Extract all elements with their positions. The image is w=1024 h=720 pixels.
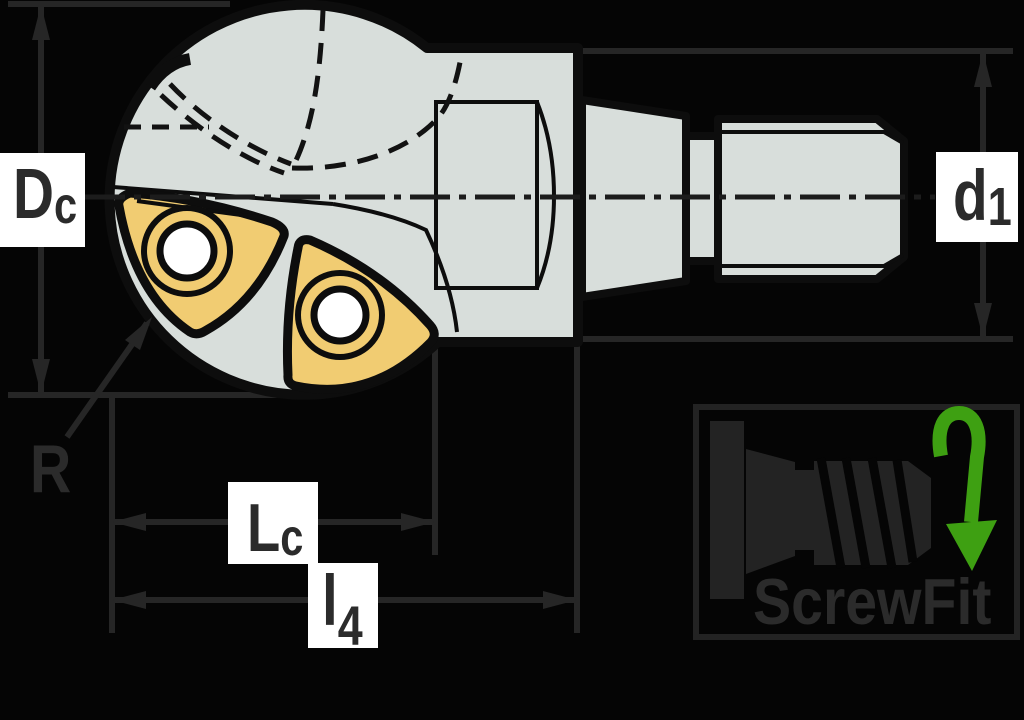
screw-cone	[746, 449, 795, 574]
d1-label-main: d	[953, 156, 988, 236]
screw-flange	[710, 421, 744, 599]
pocket-edge-right	[332, 202, 459, 333]
l4-arrow-left	[112, 591, 146, 609]
hidden-arc-top	[289, 9, 326, 170]
rear-insert-edge-mark	[145, 53, 192, 91]
dimension-labels: Dc d1 Lc l4 R	[0, 152, 1018, 657]
hidden-contour-dashes	[124, 9, 464, 176]
l4-label-sub: 4	[338, 594, 363, 657]
insert-lower	[282, 235, 439, 394]
insert-lower-screw-hole	[310, 285, 370, 345]
dc-arrow-up	[32, 5, 50, 40]
rotation-arrow-icon	[932, 405, 997, 571]
dc-label-sub: c	[54, 176, 77, 235]
insert-front-seat-ring	[141, 205, 233, 297]
dc-label-main: D	[13, 154, 54, 234]
rotation-arrow-head	[946, 520, 997, 571]
rotation-arrow-hook	[932, 405, 986, 523]
lc-arrow-left	[112, 513, 146, 531]
r-leader-arrow	[125, 317, 152, 350]
lc-label-box	[228, 482, 318, 564]
r-label: R	[30, 431, 71, 507]
l4-label-main: l	[322, 561, 338, 641]
hidden-arc-pair-1	[168, 82, 292, 167]
d1-label-sub: 1	[988, 178, 1012, 238]
lc-arrow-right	[401, 513, 435, 531]
d1-arrow-down	[974, 303, 992, 338]
insert-lower-seat-ring	[295, 270, 385, 360]
screw-thread-grooves	[816, 457, 918, 569]
logo-brand: ScrewFit	[753, 566, 991, 638]
r-label-text: R	[30, 431, 71, 507]
lc-label-main: L	[247, 490, 280, 566]
cutter-body	[85, 0, 935, 400]
l4-label-box	[308, 563, 378, 648]
d1-arrow-up	[974, 52, 992, 87]
lc-label: Lc	[247, 490, 303, 566]
dc-label-box	[0, 153, 85, 247]
lc-label-sub: c	[280, 508, 303, 567]
insert-front-screw-hole	[156, 220, 218, 282]
dc-arrow-down	[32, 359, 50, 394]
logo-border	[693, 404, 1020, 640]
logo-brand-text: ScrewFit	[753, 566, 991, 638]
l4-arrow-right	[543, 591, 577, 609]
thread-crest-lines	[722, 130, 905, 268]
hidden-arc-pair-2	[159, 93, 285, 176]
l4-label: l4	[322, 561, 363, 657]
hidden-arc-right	[291, 56, 464, 171]
r-leader	[64, 317, 152, 439]
extension-lines	[8, 1, 1013, 633]
dc-label: Dc	[13, 154, 77, 234]
screw-waist	[795, 470, 815, 550]
screwfit-logo: ScrewFit	[693, 404, 1020, 640]
d1-label: d1	[953, 156, 1012, 237]
insert-front	[114, 188, 289, 339]
d1-label-box	[936, 152, 1018, 242]
